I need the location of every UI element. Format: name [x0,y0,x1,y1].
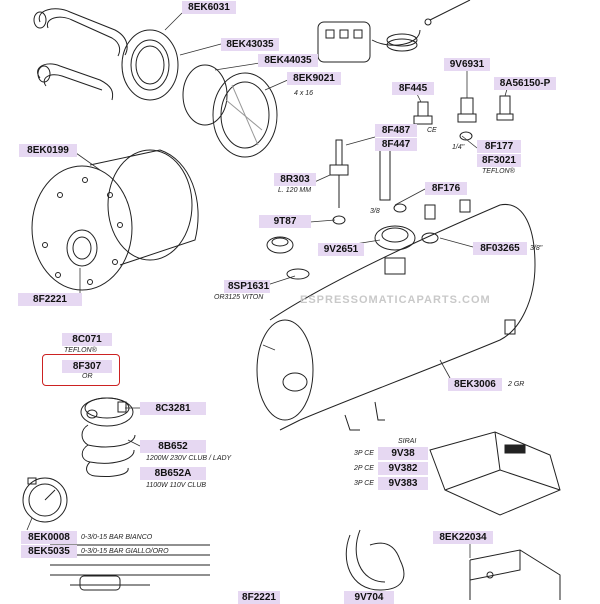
junction-box-drawing [469,549,561,600]
part-label-8F2221[interactable]: 8F2221 [18,293,82,306]
note-ce: CE [427,127,437,134]
note-sirai: SIRAI [398,438,417,445]
part-label-8F307[interactable]: 8F307 [62,360,112,373]
part-label-8A56150-P[interactable]: 8A56150-P [494,77,556,90]
boiler-end-cap-drawing [31,149,199,291]
part-label-8B652A[interactable]: 8B652A [140,467,206,480]
selected-part-highlight [42,354,120,386]
note-or: OR [82,373,93,380]
note-4x16: 4 x 16 [294,90,314,97]
part-label-8EK6031[interactable]: 8EK6031 [182,1,236,14]
part-label-8F3021[interactable]: 8F3021 [477,154,521,167]
note-2p-ce: 2P CE [354,465,374,472]
valves-drawing [413,95,514,141]
note-1200w: 1200W 230V CLUB / LADY [146,455,232,462]
part-label-9V2651[interactable]: 9V2651 [318,243,364,256]
part-label-8F447[interactable]: 8F447 [375,138,417,151]
part-label-8EK43035[interactable]: 8EK43035 [221,38,279,51]
level-tube-drawing [374,149,416,251]
note-3-8: 3/8 [370,208,380,215]
part-label-9V382[interactable]: 9V382 [378,462,428,475]
hose-drawing [345,529,405,591]
note-l120: L. 120 MM [278,187,312,194]
leader-lines [26,12,508,558]
part-label-9V6931[interactable]: 9V6931 [444,58,490,71]
part-label-8R303[interactable]: 8R303 [274,173,316,186]
note-1100w: 1100W 110V CLUB [146,482,207,489]
note-3p-ce-2: 3P CE [354,480,374,487]
note-quarter-inch: 1/4" [452,144,465,151]
pressure-gauge-drawing [22,477,68,523]
control-unit-drawing [317,0,471,63]
part-label-8B652[interactable]: 8B652 [140,440,206,453]
part-label-8EK5035[interactable]: 8EK5035 [21,545,77,558]
outlet-tubes-drawing [33,8,128,101]
note-teflon-1: TEFLON® [482,168,515,175]
watermark: ESPRESSOMATICAPARTS.COM [300,294,491,306]
note-bianco: 0-3/0-15 BAR BIANCO [81,534,153,541]
note-2gr: 2 GR [508,381,525,388]
note-3p-ce-1: 3P CE [354,450,374,457]
pressure-switch-drawing [429,431,561,516]
part-label-8F03265[interactable]: 8F03265 [473,242,527,255]
part-label-8F176[interactable]: 8F176 [425,182,467,195]
gasket-ring-drawing [182,64,228,126]
note-giallo: 0-3/0-15 BAR GIALLO/ORO [81,548,169,555]
probe-drawing [329,139,349,225]
part-label-8F487[interactable]: 8F487 [375,124,417,137]
part-label-8EK0008[interactable]: 8EK0008 [21,531,77,544]
note-teflon-2: TEFLON® [64,347,97,354]
part-label-9V704[interactable]: 9V704 [344,591,394,604]
heater-element-drawing [80,397,136,477]
part-label-8F177[interactable]: 8F177 [477,140,521,153]
part-label-8EK44035[interactable]: 8EK44035 [258,54,318,67]
part-label-9V38[interactable]: 9V38 [378,447,428,460]
part-label-8F2221-bottom[interactable]: 8F2221 [238,591,280,604]
part-label-9T87[interactable]: 9T87 [259,215,311,228]
part-label-8C071[interactable]: 8C071 [62,333,112,346]
part-label-8F445[interactable]: 8F445 [392,82,434,95]
main-boiler-drawing [256,199,536,431]
part-label-8SP1631[interactable]: 8SP1631 [224,280,270,293]
part-label-8EK9021[interactable]: 8EK9021 [287,72,341,85]
part-label-8EK3006[interactable]: 8EK3006 [448,378,502,391]
flange-drawing [121,29,179,101]
note-3-8-inch: 3/8" [530,245,543,252]
cap-drawing [266,236,294,254]
note-or3125: OR3125 VITON [214,294,264,301]
part-label-8C3281[interactable]: 8C3281 [140,402,206,415]
heater-plate-drawing [212,72,278,158]
part-label-8EK0199[interactable]: 8EK0199 [19,144,77,157]
part-label-9V383[interactable]: 9V383 [378,477,428,490]
part-label-8EK22034[interactable]: 8EK22034 [433,531,493,544]
